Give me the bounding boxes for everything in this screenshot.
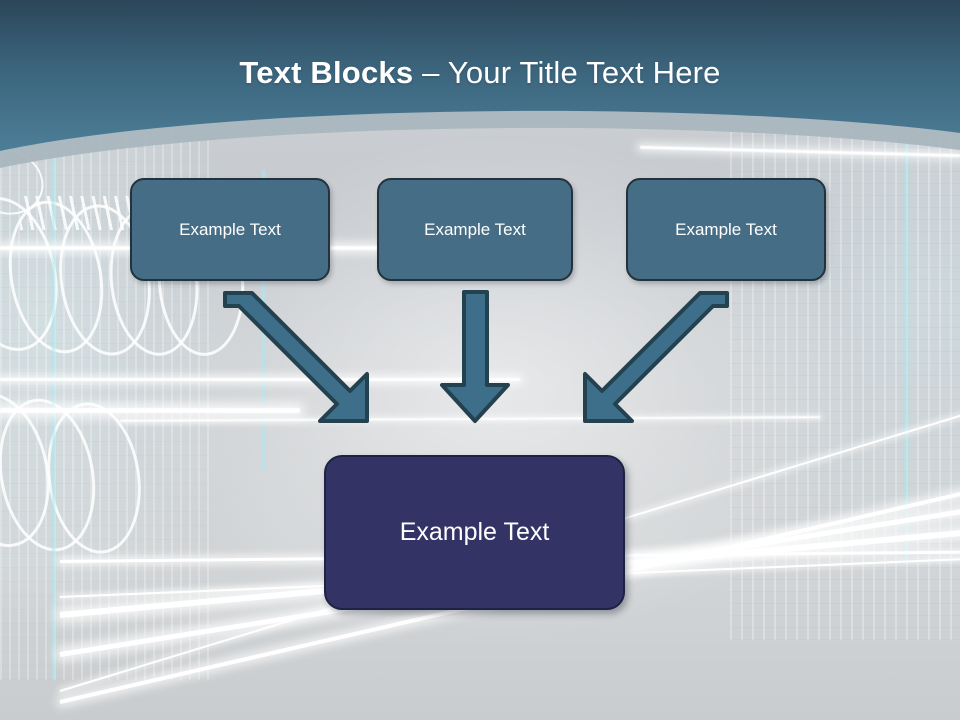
background-light-streak [0, 378, 520, 381]
background-cyan-line [905, 140, 908, 560]
page-title: Text Blocks – Your Title Text Here [0, 54, 960, 91]
main-text-block[interactable]: Example Text [324, 455, 625, 610]
text-block-3[interactable]: Example Text [626, 178, 826, 281]
arrow-right-diagonal-icon [583, 291, 729, 423]
background-light-streak [0, 408, 300, 413]
arrow-left-diagonal-icon [223, 291, 369, 423]
text-block-2[interactable]: Example Text [377, 178, 573, 281]
header-curve-shape [0, 0, 960, 168]
header-banner: Text Blocks – Your Title Text Here [0, 0, 960, 190]
text-block-1-label: Example Text [179, 219, 281, 239]
main-text-block-label: Example Text [399, 518, 550, 546]
page-title-regular: Your Title Text Here [447, 55, 721, 90]
text-block-1[interactable]: Example Text [130, 178, 330, 281]
page-title-bold: Text Blocks [239, 55, 414, 90]
page-title-separator: – [413, 55, 448, 90]
arrow-middle-vertical-icon [440, 290, 510, 423]
text-block-3-label: Example Text [675, 219, 777, 239]
background-cyan-line [52, 120, 55, 680]
text-block-2-label: Example Text [424, 219, 526, 239]
